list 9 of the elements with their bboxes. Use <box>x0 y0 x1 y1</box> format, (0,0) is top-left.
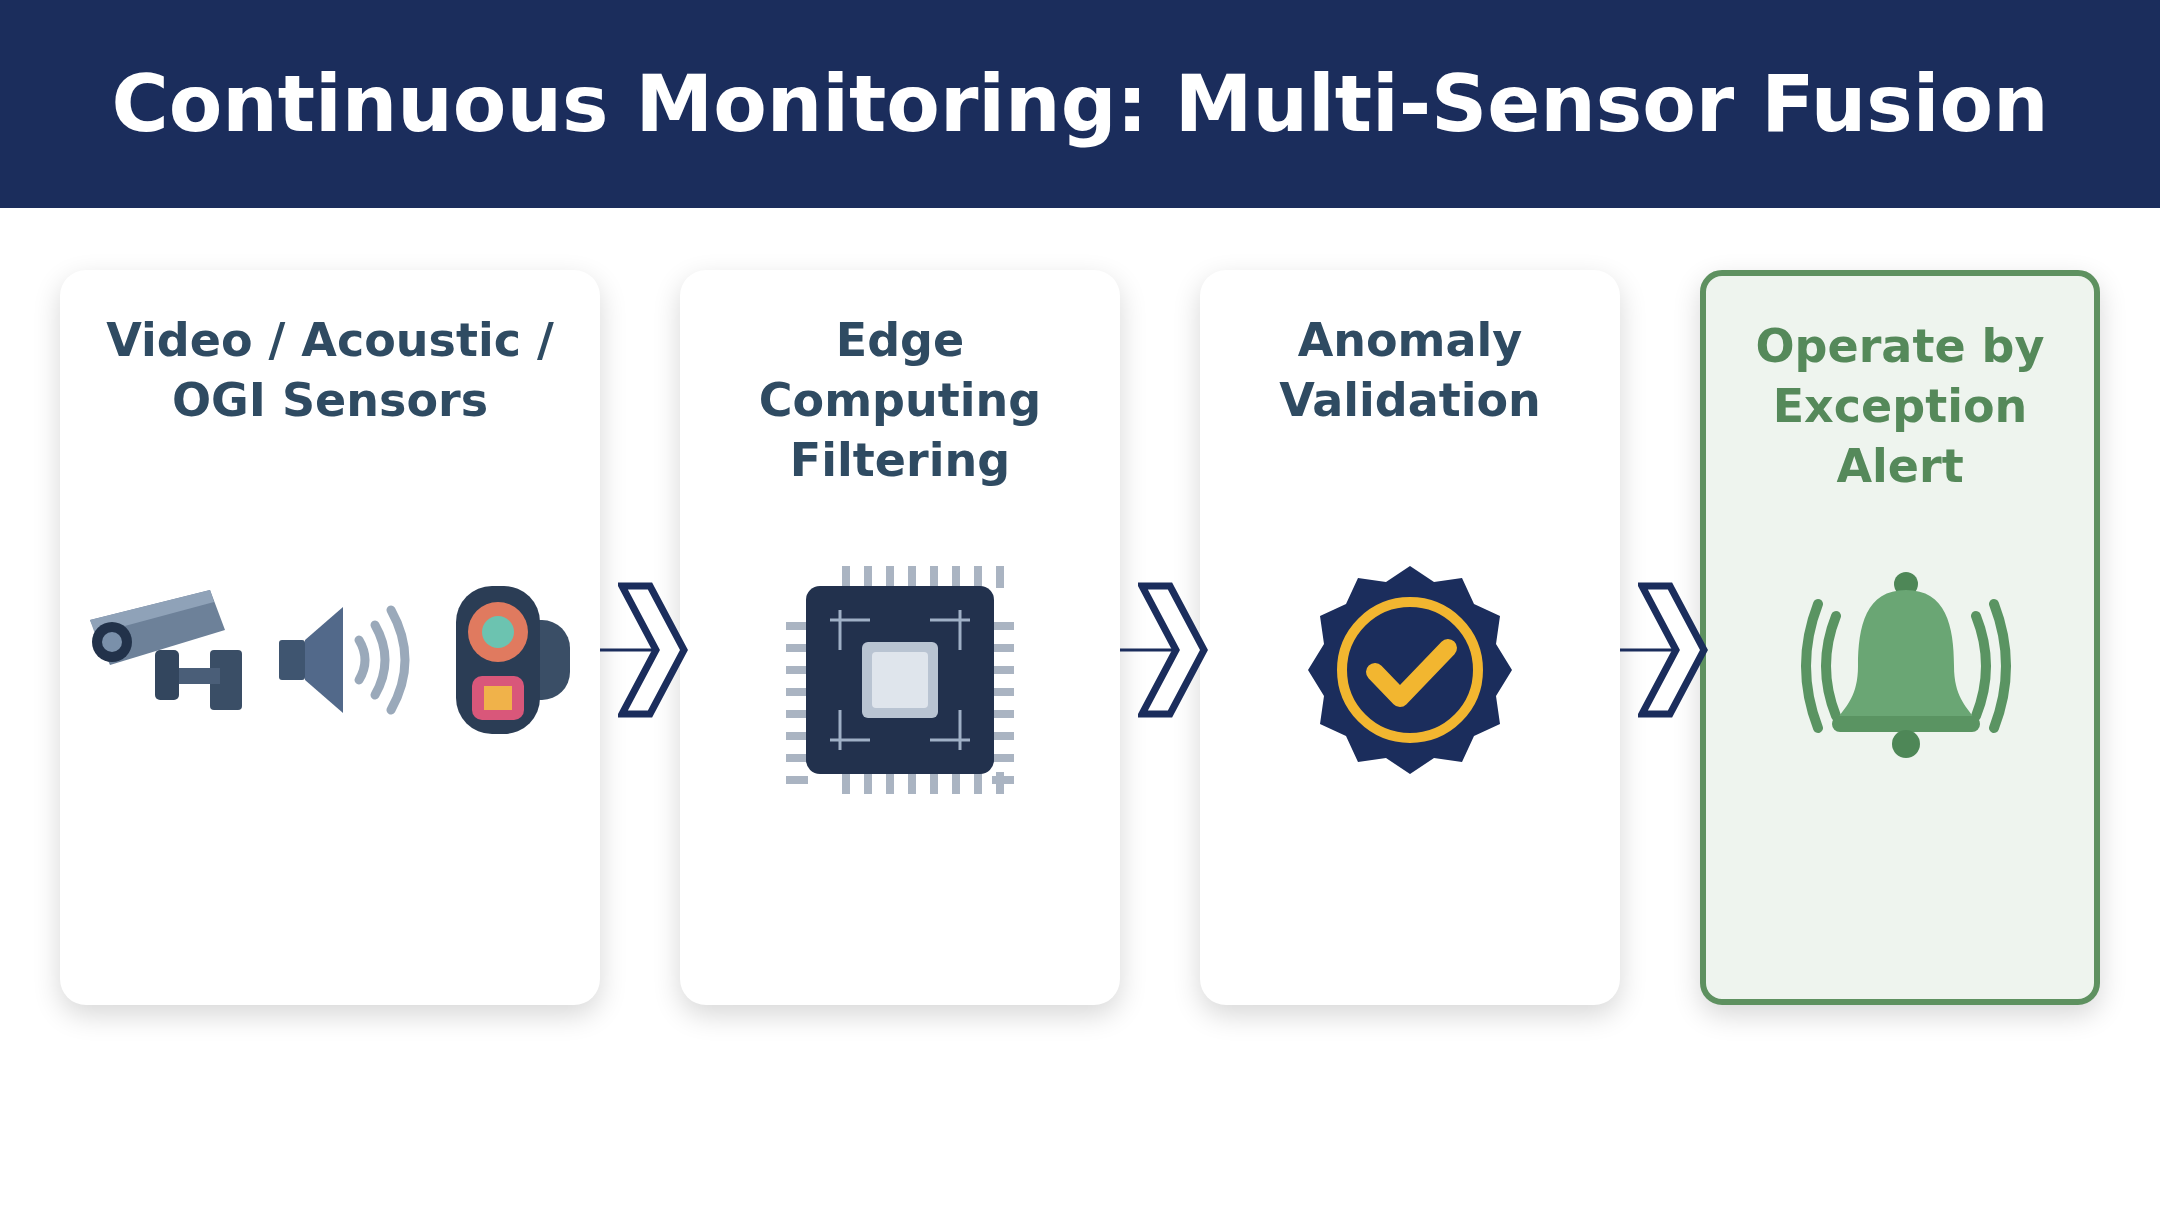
step-card <box>60 270 600 1005</box>
card-heading: Operate by Exception Alert <box>1754 318 2046 495</box>
card-heading: Anomaly Validation <box>1278 312 1542 429</box>
step-card <box>1200 270 1620 1005</box>
title: Continuous Monitoring: Multi-Sensor Fusion <box>111 59 2049 149</box>
step-card <box>680 270 1120 1005</box>
alert-card <box>1700 270 2100 1005</box>
card-heading: Video / Acoustic / OGI Sensors <box>105 312 555 429</box>
card-heading: Edge Computing Filtering <box>757 312 1043 489</box>
